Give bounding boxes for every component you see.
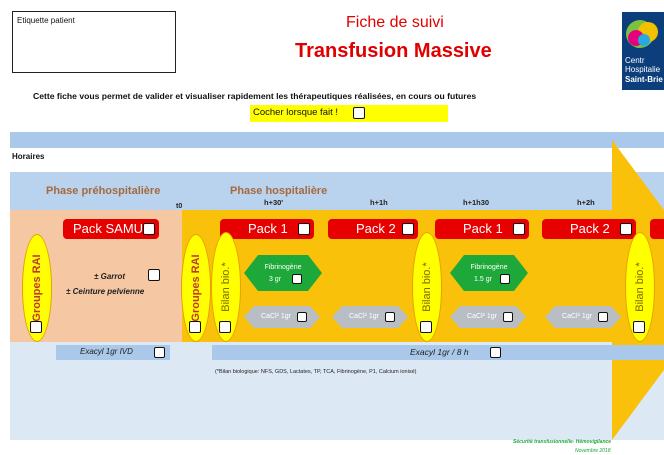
oval-groupes-rai-1: Groupes RAI: [22, 234, 52, 342]
cacl-1: CaCl² 1gr: [244, 306, 320, 328]
pack-1a-label: Pack 1: [248, 221, 288, 236]
exacyl-perf-checkbox[interactable]: [490, 347, 501, 358]
garrot-checkbox[interactable]: [148, 269, 160, 281]
horaires-label: Horaires: [12, 152, 45, 161]
pack-2a-checkbox[interactable]: [402, 223, 414, 235]
header-title-line1: Fiche de suivi: [346, 14, 444, 31]
cacl-3-checkbox[interactable]: [503, 312, 513, 322]
cacl-2-label: CaCl² 1gr: [349, 313, 379, 320]
cacl-3-label: CaCl² 1gr: [467, 313, 497, 320]
done-note-text: Cocher lorsque fait !: [253, 107, 339, 118]
oval-bilan-2-text: Bilan bio.*: [421, 262, 433, 312]
oval-groupes-rai-2: Groupes RAI: [181, 234, 211, 342]
exacyl-perf-label: Exacyl 1gr / 8 h: [410, 347, 469, 357]
oval-bilan-3-checkbox[interactable]: [633, 321, 645, 333]
phase-prehospital-label: Phase préhospitalière: [46, 185, 161, 197]
oval-groupes-rai-2-checkbox[interactable]: [189, 321, 201, 333]
done-note: Cocher lorsque fait !: [250, 105, 448, 122]
fibrinogene-2-label: Fibrinogène: [470, 264, 508, 271]
logo-line2: Hospitalie: [625, 65, 661, 74]
logo-line3: Saint-Brie: [625, 75, 663, 84]
time-h2: h+2h: [577, 198, 595, 207]
patient-label-text: Etiquette patient: [17, 16, 75, 25]
oval-groupes-rai-1-checkbox[interactable]: [30, 321, 42, 333]
pack-1a-checkbox[interactable]: [298, 223, 310, 235]
hospital-logo-icon: [626, 20, 658, 48]
time-h30: h+30': [264, 198, 284, 207]
oval-bilan-3: Bilan bio.*: [625, 232, 655, 342]
fibrinogene-2-checkbox[interactable]: [500, 274, 510, 284]
oval-bilan-1-checkbox[interactable]: [219, 321, 231, 333]
garrot-label: ± Garrot: [94, 272, 126, 281]
pack-samu[interactable]: Pack SAMU: [63, 219, 159, 239]
done-note-checkbox[interactable]: [353, 107, 365, 119]
exacyl-ivd-label: Exacyl 1gr IVD: [80, 347, 133, 356]
patient-label-box: Etiquette patient: [12, 11, 176, 73]
oval-bilan-2: Bilan bio.*: [412, 232, 442, 342]
oval-bilan-1: Bilan bio.*: [211, 232, 241, 342]
cacl-4-checkbox[interactable]: [598, 312, 608, 322]
oval-bilan-2-checkbox[interactable]: [420, 321, 432, 333]
exacyl-perf-bar: Exacyl 1gr / 8 h: [212, 345, 664, 360]
phase-hospital-label: Phase hospitalière: [230, 185, 328, 197]
pack-2b[interactable]: Pack 2: [542, 219, 636, 239]
cacl-4-label: CaCl² 1gr: [562, 313, 592, 320]
signature-line1: Sécurité transfusionnelle- Hémovigilance: [513, 439, 612, 445]
pack-1b-label: Pack 1: [463, 221, 503, 236]
cacl-2-checkbox[interactable]: [385, 312, 395, 322]
pack-2b-checkbox[interactable]: [620, 223, 632, 235]
oval-bilan-1-text: Bilan bio.*: [220, 262, 232, 312]
cacl-2: CaCl² 1gr: [332, 306, 408, 328]
time-h1: h+1h: [370, 198, 388, 207]
cacl-4: CaCl² 1gr: [545, 306, 621, 328]
hospital-logo: Centr Hospitalie Saint-Brie: [622, 12, 664, 90]
exacyl-ivd-checkbox[interactable]: [154, 347, 165, 358]
fibrinogene-1: Fibrinogène 3 gr: [244, 255, 322, 291]
logo-line1: Centr: [625, 56, 645, 65]
pack-2a[interactable]: Pack 2: [328, 219, 418, 239]
signature-line2: Novembre 2018: [575, 448, 611, 454]
time-t0: t0: [176, 203, 183, 210]
fibrinogene-1-checkbox[interactable]: [292, 274, 302, 284]
bilan-footnote: (*Bilan biologique: NFS, GDS, Lactates, …: [215, 369, 417, 375]
header-title-line2: Transfusion Massive: [295, 40, 492, 62]
oval-bilan-3-text: Bilan bio.*: [634, 262, 646, 312]
ceinture-label: ± Ceinture pelvienne: [66, 287, 145, 296]
fibrinogene-1-dose: 3 gr: [268, 276, 282, 283]
page-subtitle: Cette fiche vous permet de valider et vi…: [33, 91, 477, 101]
cacl-1-label: CaCl² 1gr: [261, 313, 291, 320]
timeline-header-band: [10, 172, 664, 210]
fibrinogene-1-label: Fibrinogène: [264, 264, 302, 271]
pack-samu-checkbox[interactable]: [143, 223, 155, 235]
pack-1a[interactable]: Pack 1: [220, 219, 314, 239]
pack-1b-checkbox[interactable]: [513, 223, 525, 235]
fibrinogene-2: Fibrinogène 1.5 gr: [450, 255, 528, 291]
oval-groupes-rai-2-text: Groupes RAI: [190, 254, 202, 322]
fibrinogene-2-dose: 1.5 gr: [474, 276, 492, 283]
cacl-3: CaCl² 1gr: [450, 306, 526, 328]
exacyl-ivd-bar: Exacyl 1gr IVD: [56, 345, 170, 360]
horaires-band: [10, 132, 664, 148]
time-h1h30: h+1h30: [463, 198, 490, 207]
oval-groupes-rai-1-text: Groupes RAI: [31, 254, 43, 322]
pack-2a-label: Pack 2: [356, 221, 396, 236]
pack-partial: [650, 219, 664, 239]
pack-1b[interactable]: Pack 1: [435, 219, 529, 239]
pack-2b-label: Pack 2: [570, 221, 610, 236]
pack-samu-label: Pack SAMU: [73, 221, 144, 236]
cacl-1-checkbox[interactable]: [297, 312, 307, 322]
